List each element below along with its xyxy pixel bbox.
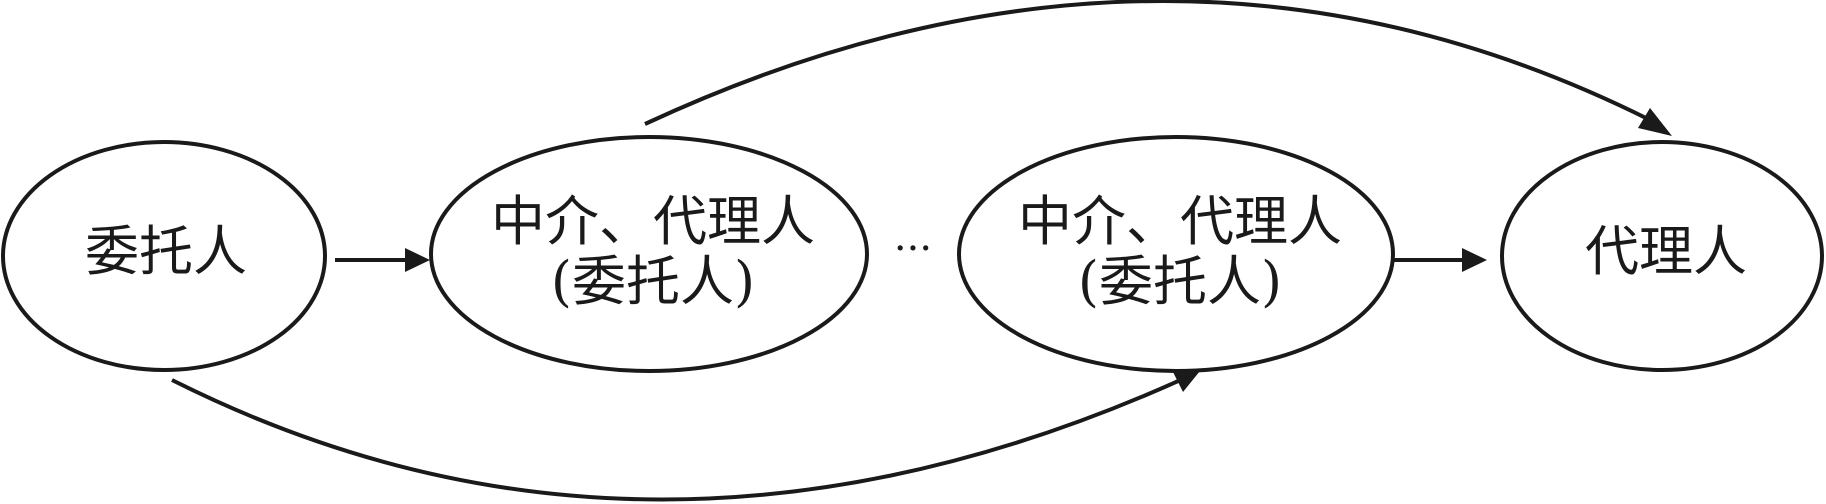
node-intermediary-n-sublabel: (委托人) xyxy=(1078,250,1282,313)
arrowhead-intermediary-n-to-agent xyxy=(1462,248,1487,272)
node-intermediary-1: 中介、代理人 (委托人) xyxy=(429,135,869,373)
node-intermediary-1-ellipse xyxy=(429,135,869,373)
node-intermediary-n-label: 中介、代理人 xyxy=(1018,190,1342,253)
node-principal-ellipse xyxy=(1,140,327,372)
node-agent-label: 代理人 xyxy=(1585,220,1747,283)
node-intermediary-n: 中介、代理人 (委托人) xyxy=(957,135,1395,373)
node-agent-ellipse xyxy=(1500,140,1824,372)
node-agent: 代理人 xyxy=(1500,140,1824,372)
node-principal-label: 委托人 xyxy=(85,220,247,283)
chain-ellipsis: ··· xyxy=(894,226,932,272)
arrowhead-principal-to-intermediary-1 xyxy=(405,248,430,272)
arrowhead-arc-to-agent xyxy=(1638,108,1672,136)
node-intermediary-1-sublabel: (委托人) xyxy=(551,250,755,313)
node-intermediary-n-ellipse xyxy=(957,135,1395,373)
edge-arc-intermediary-1-to-agent xyxy=(644,0,1651,126)
node-principal: 委托人 xyxy=(1,140,327,372)
node-intermediary-1-label: 中介、代理人 xyxy=(491,190,815,253)
edge-arc-principal-to-intermediary-n xyxy=(171,376,1186,502)
